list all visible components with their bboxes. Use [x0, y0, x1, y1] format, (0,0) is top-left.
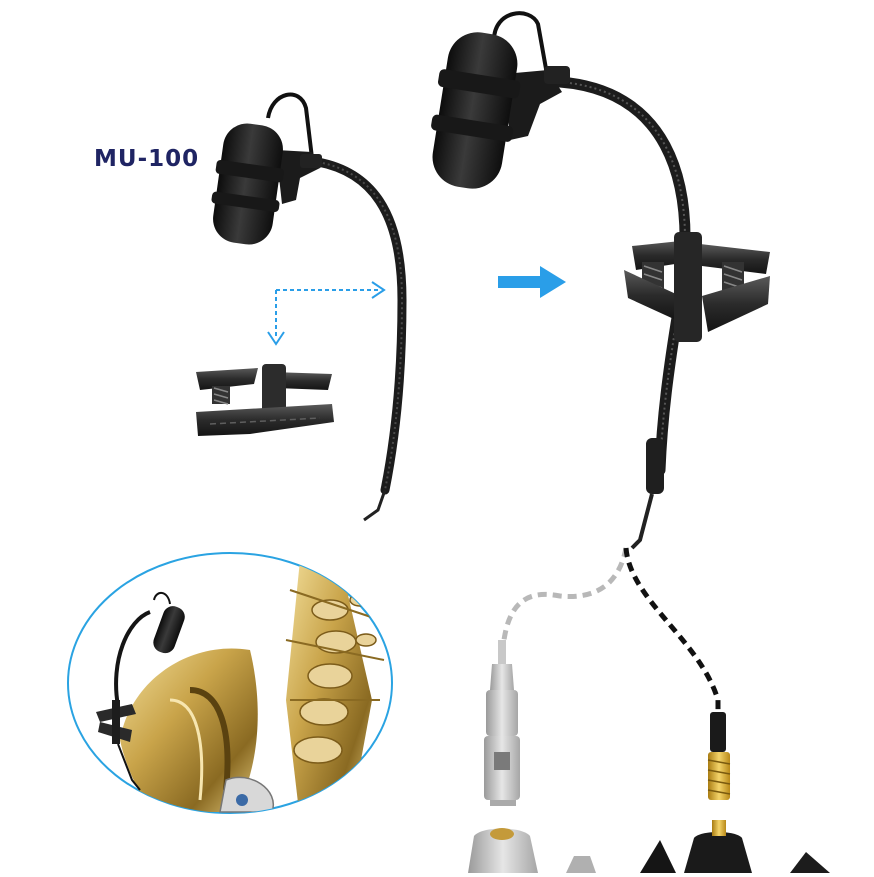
usage-inset — [67, 552, 393, 814]
right-arrow-icon — [498, 266, 566, 298]
mic-small-assembly — [211, 92, 407, 522]
clip-large — [624, 232, 770, 342]
model-label: MU-100 — [94, 146, 200, 172]
clip-small — [196, 364, 334, 436]
receiver-bases — [468, 820, 830, 873]
dotted-arrow-guides — [267, 281, 386, 346]
microdot-connector — [707, 712, 731, 800]
mini-xlr-connector — [484, 640, 520, 806]
cable-options — [501, 547, 721, 718]
mic-large-assembly — [431, 11, 691, 550]
